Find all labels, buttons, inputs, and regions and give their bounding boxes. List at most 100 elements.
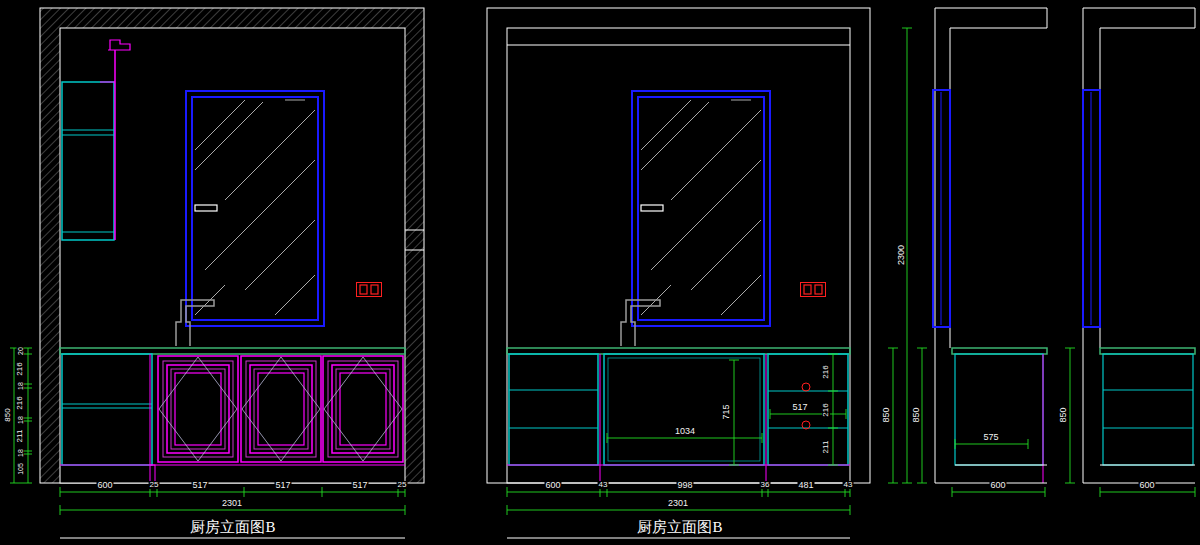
- dimension-lines: [955, 444, 1028, 445]
- wall-section: [405, 230, 424, 231]
- caption-underline: [60, 538, 850, 539]
- dimension-lines: [893, 348, 894, 483]
- socket-symbol: [801, 283, 826, 297]
- dimension-text: 18: [17, 448, 24, 458]
- base-cabinet: [62, 354, 152, 465]
- faucet: [176, 300, 214, 346]
- dimension-text: 850: [4, 407, 12, 422]
- base-cabinet: [604, 354, 764, 465]
- dimension-lines: [1100, 492, 1195, 493]
- dimension-lines: [729, 360, 739, 465]
- base-cabinet: [60, 348, 405, 483]
- dimension-text: 517: [791, 403, 808, 412]
- dimension-text: 43: [843, 481, 854, 489]
- side-section: [1103, 354, 1193, 465]
- caption-underline: [507, 538, 850, 539]
- wall-outline: [487, 8, 870, 483]
- wall-cabinet: [114, 50, 116, 240]
- base-cabinet: [62, 408, 152, 409]
- wall-outline: [507, 28, 850, 483]
- dimension-text: 2301: [667, 499, 689, 508]
- dimension-text: 43: [598, 481, 609, 489]
- caption-underline: [60, 538, 405, 539]
- dimension-lines: [734, 360, 735, 465]
- dimension-text: 36: [760, 481, 771, 489]
- dimension-lines: [10, 348, 32, 483]
- side-section: [933, 90, 950, 327]
- dimension-text: 18: [17, 381, 24, 391]
- wall-cabinet: [100, 40, 130, 82]
- side-section: [1100, 465, 1195, 466]
- dimension-text: 216: [16, 395, 24, 410]
- dimension-text: 517: [351, 481, 368, 490]
- side-section: [941, 92, 942, 325]
- dimension-text: 211: [822, 440, 830, 455]
- wall-cabinet: [62, 130, 114, 131]
- dimension-text: 600: [96, 481, 113, 490]
- cabinet-door: [323, 356, 403, 462]
- dimension-text: 25: [397, 481, 408, 489]
- dimension-text: 517: [274, 481, 291, 490]
- dimension-text: 850: [912, 406, 921, 423]
- base-cabinet: [766, 354, 767, 483]
- dimension-lines: [907, 28, 908, 483]
- side-section: [1043, 354, 1044, 483]
- dimension-text: 600: [1138, 481, 1155, 490]
- dimension-text: 18: [17, 415, 24, 425]
- wall-section: [60, 28, 405, 483]
- socket-symbol: [357, 283, 382, 297]
- dimension-lines: [770, 414, 846, 415]
- dimension-text: 715: [722, 403, 731, 420]
- wall-section: [405, 250, 424, 251]
- base-cabinet: [600, 354, 601, 483]
- side-section: [1083, 8, 1195, 483]
- base-cabinet: [608, 358, 760, 461]
- dimension-lines: [1070, 348, 1071, 483]
- dimension-text: 1034: [674, 427, 696, 436]
- base-cabinet: [768, 354, 848, 465]
- wall-section: [40, 8, 424, 483]
- dimension-lines: [10, 348, 405, 515]
- window: [186, 91, 324, 326]
- base-cabinet: [802, 383, 810, 391]
- dimension-text: 600: [989, 481, 1006, 490]
- dimension-text: 850: [1059, 406, 1068, 423]
- window: [632, 91, 770, 326]
- wall-outline: [487, 8, 870, 483]
- dimension-lines: [507, 28, 927, 515]
- side-section: [1103, 390, 1193, 391]
- faucet: [621, 300, 660, 346]
- side-section: [955, 465, 1047, 466]
- dimension-text: 600: [544, 481, 561, 490]
- wall-cabinet: [62, 40, 130, 240]
- base-cabinet: [507, 348, 850, 354]
- drawing-caption: 厨房立面图B: [635, 520, 724, 535]
- dimension-text: 216: [16, 361, 24, 376]
- dimension-lines: [1065, 348, 1195, 497]
- dimension-lines: [507, 510, 850, 511]
- dimension-text: 2301: [221, 499, 243, 508]
- dimension-text: 20: [17, 346, 24, 356]
- wall-cabinet: [62, 82, 114, 240]
- dimension-text: 2300: [897, 244, 906, 266]
- dimension-text: 575: [982, 433, 999, 442]
- dimension-text: 211: [16, 429, 24, 444]
- dimension-lines: [922, 348, 923, 483]
- base-cabinet: [150, 354, 151, 465]
- dimension-lines: [60, 510, 405, 511]
- dimension-lines: [952, 492, 1045, 493]
- dimension-lines: [952, 439, 1045, 497]
- dimension-text: 517: [191, 481, 208, 490]
- dimension-text: 216: [822, 364, 830, 379]
- dimension-text: 216: [822, 402, 830, 417]
- base-cabinet: [62, 404, 152, 405]
- dimension-lines: [507, 492, 850, 493]
- side-section: [935, 8, 1047, 483]
- cabinet-door: [158, 356, 238, 462]
- base-cabinet: [509, 428, 598, 429]
- side-section: [1083, 8, 1195, 483]
- wall-cabinet: [62, 232, 114, 233]
- dimension-text: 998: [676, 481, 693, 490]
